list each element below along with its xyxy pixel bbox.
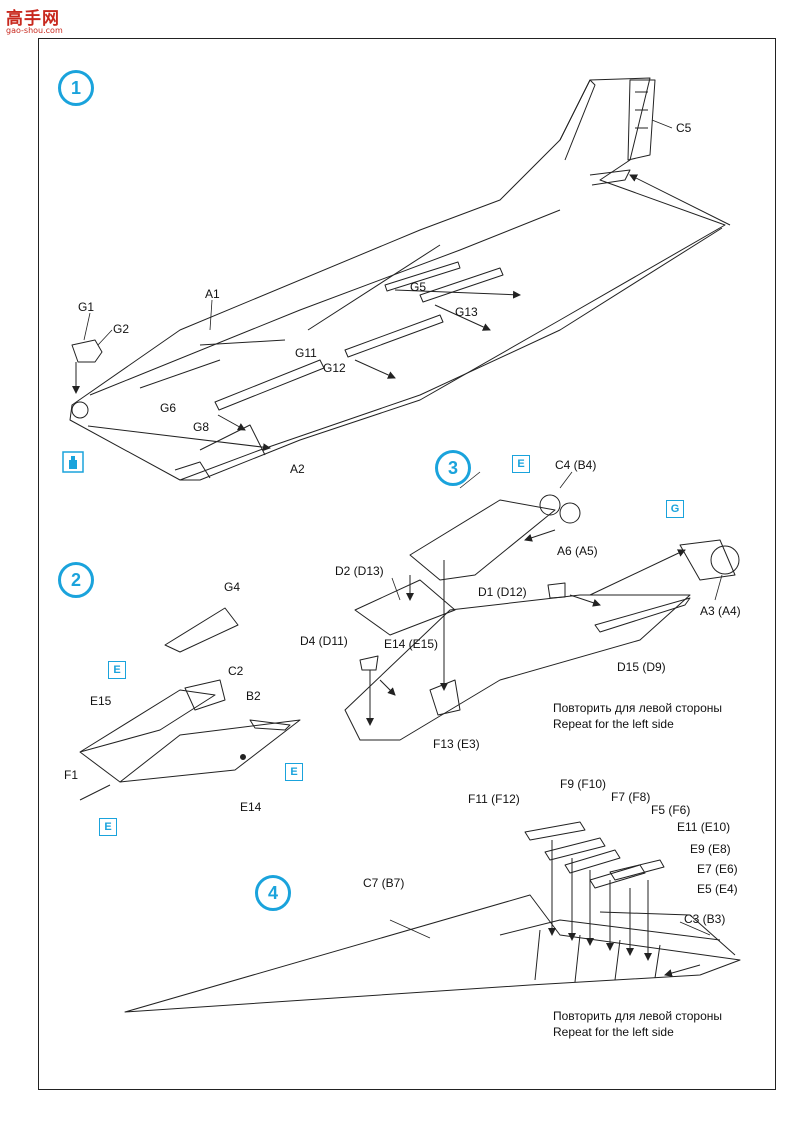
step-4-badge: 4 — [255, 875, 291, 911]
label-g4: G4 — [224, 580, 241, 594]
nose-assembly — [79, 607, 301, 801]
label-c2: C2 — [228, 664, 244, 678]
label-c4: C4 (B4) — [555, 458, 597, 472]
label-a3: A3 (A4) — [700, 604, 741, 618]
watermark-sub: gao-shou.com — [6, 26, 63, 35]
label-e9: E9 (E8) — [690, 842, 731, 856]
label-d2: D2 (D13) — [335, 564, 384, 578]
label-c7: C7 (B7) — [363, 876, 405, 890]
paint-tag-g: G — [666, 500, 684, 518]
step-2-badge: 2 — [58, 562, 94, 598]
label-g5: G5 — [410, 280, 427, 294]
step-1-badge: 1 — [58, 70, 94, 106]
label-c3: C3 (B3) — [684, 912, 726, 926]
site-watermark-logo: 高手网 gao-shou.com — [6, 4, 76, 38]
label-c5: C5 — [676, 121, 692, 135]
step4-note-ru: Повторить для левой стороны — [553, 1009, 723, 1023]
label-g2: G2 — [113, 322, 130, 336]
paint-tag-e-2: E — [285, 763, 303, 781]
label-e7: E7 (E6) — [697, 862, 738, 876]
label-f1: F1 — [64, 768, 79, 782]
label-g1: G1 — [78, 300, 95, 314]
label-e11: E11 (E10) — [677, 820, 731, 834]
strip-g13 — [419, 267, 504, 303]
glue-bottle-icon — [62, 451, 84, 473]
label-g6: G6 — [160, 401, 177, 415]
label-b2: B2 — [246, 689, 261, 703]
label-f11: F11 (F12) — [468, 792, 520, 806]
cover-d1 — [409, 499, 556, 581]
step3-note-ru: Повторить для левой стороны — [553, 701, 723, 715]
label-e14-e15: E14 (E15) — [384, 637, 439, 651]
strip-g5 — [384, 261, 461, 292]
paint-tag-e-3: E — [99, 818, 117, 836]
label-f13: F13 (E3) — [433, 737, 480, 751]
part-g4 — [164, 607, 239, 653]
step-3-badge: 3 — [435, 450, 471, 486]
label-e5: E5 (E4) — [697, 882, 738, 896]
label-f9: F9 (F10) — [560, 777, 607, 791]
label-e14: E14 — [240, 800, 262, 814]
step3-repeat-note: Повторить для левой стороны Repeat for t… — [553, 700, 722, 732]
label-a2: A2 — [290, 462, 305, 476]
instruction-frame — [38, 38, 776, 1090]
label-g12: G12 — [323, 361, 346, 375]
watermark-main: 高手网 — [6, 9, 60, 29]
strip-g8 — [214, 359, 325, 411]
strip-g12 — [344, 314, 444, 358]
part-b2 — [249, 719, 291, 731]
paint-tag-e-4: E — [512, 455, 530, 473]
label-d4: D4 (D11) — [300, 634, 348, 648]
fuselage-assembly — [69, 77, 726, 481]
label-e15: E15 — [90, 694, 112, 708]
label-d15: D15 (D9) — [617, 660, 666, 674]
step4-repeat-note: Повторить для левой стороны Repeat for t… — [553, 1008, 722, 1040]
label-d1: D1 (D12) — [478, 585, 527, 599]
label-g8: G8 — [193, 420, 210, 434]
part-c2 — [184, 679, 226, 711]
label-f7: F7 (F8) — [611, 790, 651, 804]
step3-note-en: Repeat for the left side — [553, 717, 674, 731]
label-a6: A6 (A5) — [557, 544, 598, 558]
step4-note-en: Repeat for the left side — [553, 1025, 674, 1039]
panel-d2 — [354, 579, 456, 636]
part-g1 — [71, 339, 103, 363]
strip-d15 — [594, 597, 691, 633]
label-g11: G11 — [295, 346, 317, 360]
label-g13: G13 — [455, 305, 478, 319]
label-f5: F5 (F6) — [651, 803, 691, 817]
label-a1: A1 — [205, 287, 220, 301]
paint-tag-e-1: E — [108, 661, 126, 679]
rudder-c5 — [627, 79, 656, 161]
